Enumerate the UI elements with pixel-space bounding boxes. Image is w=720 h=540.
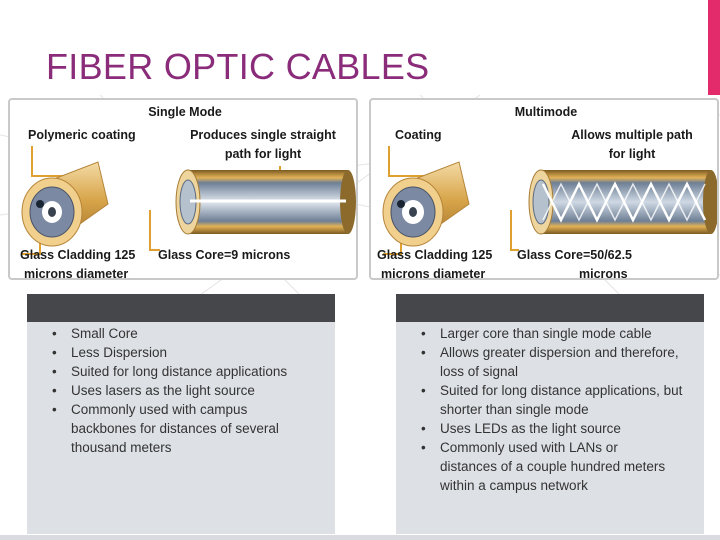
list-item: Suited for long distance applications [52,362,333,381]
multi-core-label-line2: microns [579,267,628,280]
multimode-features-box: Larger core than single mode cable Allow… [396,294,704,534]
multi-core-label-line1: Glass Core=50/62.5 [517,248,633,262]
single-core-label: Glass Core=9 microns [158,248,291,262]
single-cladding-label-line2: microns diameter [24,267,129,280]
multi-path-label-line1: Allows multiple path [571,128,693,142]
single-mode-features-box: Small Core Less Dispersion Suited for lo… [27,294,335,534]
list-item: Commonly used with LANs or distances of … [421,438,666,495]
list-item: Allows greater dispersion and therefore,… [421,343,690,381]
polymeric-coating-label: Polymeric coating [28,128,136,142]
slide-title: FIBER OPTIC CABLES [46,46,430,87]
multimode-panel: Multimode Coating Allows multiple path f… [369,98,719,280]
single-cladding-label-line1: Glass Cladding 125 [20,248,136,262]
list-item: Suited for long distance applications, b… [421,381,690,419]
single-mode-diagram [21,146,356,255]
accent-bar [708,0,720,95]
multimode-heading: Multimode [514,105,578,119]
single-mode-panel: Single Mode Polymeric coating Produces s… [8,98,358,280]
single-mode-heading: Single Mode [148,105,222,119]
single-mode-features-header [27,294,335,322]
list-item: Less Dispersion [52,343,333,362]
list-item: Larger core than single mode cable [421,324,690,343]
multimode-diagram [382,146,717,255]
multi-path-label-line2: for light [608,147,656,161]
list-item: Uses LEDs as the light source [421,419,690,438]
multi-cladding-label-line1: Glass Cladding 125 [377,248,493,262]
coating-label: Coating [395,128,442,142]
single-path-label-line1: Produces single straight [190,128,336,142]
list-item: Small Core [52,324,333,343]
single-mode-feature-list: Small Core Less Dispersion Suited for lo… [27,324,333,457]
multimode-feature-list: Larger core than single mode cable Allow… [396,324,690,495]
bottom-divider [0,535,720,540]
list-item: Uses lasers as the light source [52,381,333,400]
list-item: Commonly used with campus backbones for … [52,400,293,457]
single-path-label-line2: path for light [224,147,302,161]
multimode-features-header [396,294,704,322]
multi-cladding-label-line2: microns diameter [381,267,486,280]
